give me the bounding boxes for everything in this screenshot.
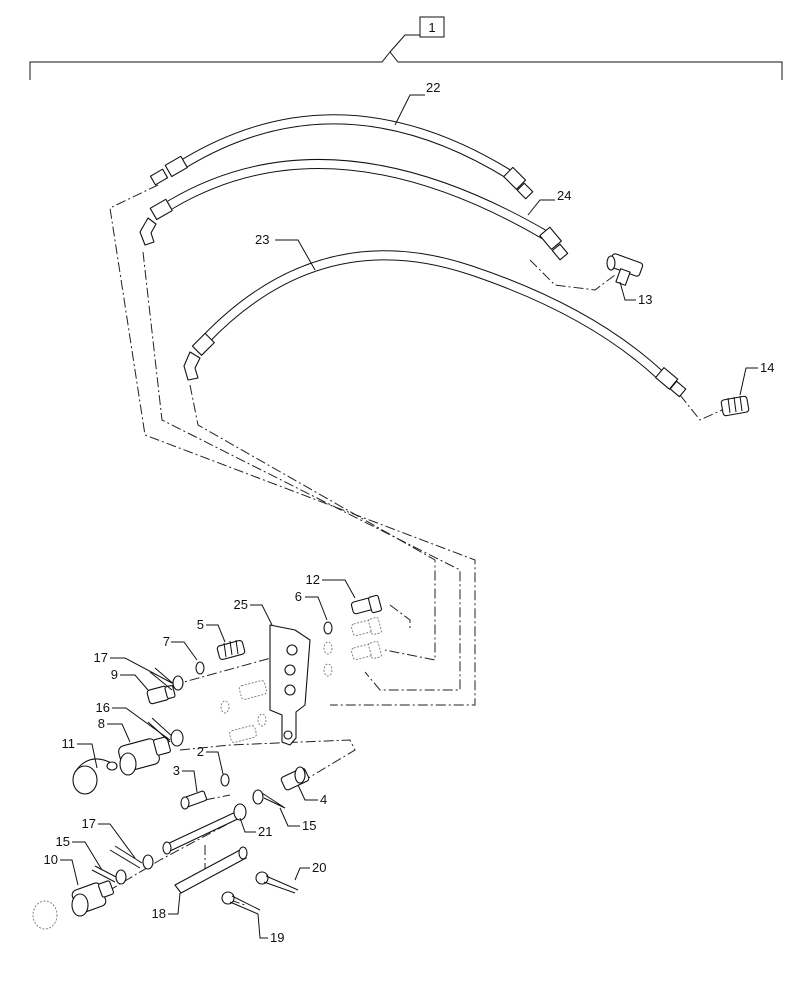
callout-21: 21 [258,824,272,839]
pin-21 [162,803,247,855]
callout-20: 20 [312,860,326,875]
callout-2: 2 [197,744,204,759]
callout-7: 7 [163,634,170,649]
callout-12: 12 [306,572,320,587]
callout-18: 18 [152,906,166,921]
callout-14: 14 [760,360,774,375]
callout-23: 23 [255,232,269,247]
callout-19: 19 [270,930,284,945]
strap-17-lower [109,845,154,870]
callout-24: 24 [557,188,571,203]
rod-18 [174,846,248,894]
callout-11: 11 [62,736,76,751]
assembly-bracket: 1 [29,16,783,80]
washer-2 [220,773,230,787]
callout-17-lower: 17 [82,816,96,831]
callout-22: 22 [426,80,440,95]
bolt-3 [180,790,208,810]
callout-leaders [60,94,758,939]
elbow-fitting-12 [350,594,383,661]
hose-24 [139,158,569,261]
washer-6 [323,621,333,677]
callout-1: 1 [428,20,435,35]
callout-5: 5 [197,617,204,632]
clip-20 [255,871,299,894]
callout-numbers: 22 24 23 13 14 12 6 25 5 7 17 9 16 8 11 … [44,80,775,945]
strap-15-lower [91,865,127,885]
callout-15-right: 15 [302,818,316,833]
callout-15-lower: 15 [56,834,70,849]
adapter-14 [720,395,750,417]
phantom-routing-lines [74,184,723,906]
fitting-4 [280,766,310,791]
callout-8: 8 [98,716,105,731]
callout-16: 16 [96,700,110,715]
strap-17-upper [149,667,184,691]
callout-3: 3 [173,763,180,778]
callout-6: 6 [295,589,302,604]
callout-10: 10 [44,852,58,867]
fitting-5 [216,639,268,743]
strap-16 [147,717,184,747]
o-ring-7 [195,661,267,727]
cap-9 [146,685,176,705]
coupler-10 [32,880,115,930]
hose-23 [183,250,687,398]
callout-17-upper: 17 [94,650,108,665]
callout-9: 9 [111,667,118,682]
clip-19 [221,891,261,915]
dust-cap-11 [72,758,118,795]
callout-4: 4 [320,792,327,807]
callout-13: 13 [638,292,652,307]
hose-22 [149,114,534,200]
coupler-8 [118,736,171,776]
strap-15-right [252,789,286,809]
callout-25: 25 [234,597,248,612]
tee-fitting-13 [606,253,644,286]
mounting-plate-25 [269,624,311,746]
